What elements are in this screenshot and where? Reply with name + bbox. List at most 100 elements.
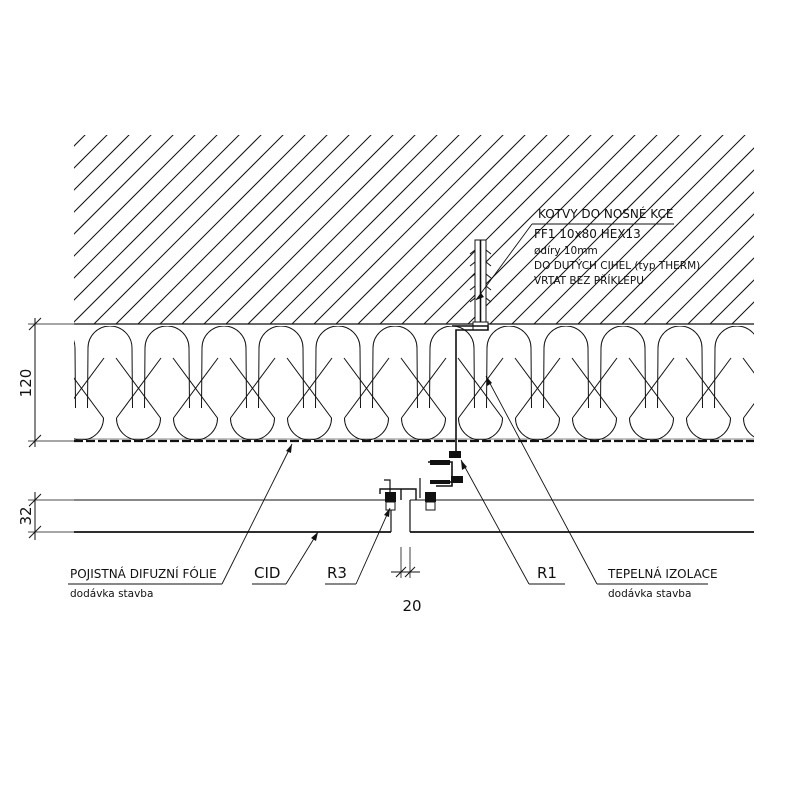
wool-curve — [429, 347, 431, 409]
anchor-note-line2: ødíry 10mm — [534, 245, 598, 257]
wool-curve — [685, 357, 732, 440]
wool-curve — [144, 347, 146, 409]
hatch-line — [0, 124, 74, 324]
hatch-line — [313, 135, 504, 324]
hatch-line — [74, 135, 108, 169]
wool-curve — [629, 357, 675, 419]
hatch-line — [74, 135, 218, 279]
wool-curve — [628, 357, 675, 440]
wool-curve — [714, 326, 754, 349]
hatch-line — [247, 135, 438, 324]
dim-joint: 20 — [391, 547, 422, 615]
bracket-bolts — [430, 451, 463, 484]
dim-panel: 32 — [17, 492, 74, 540]
wool-curve — [230, 357, 276, 419]
wool-curve — [172, 357, 219, 440]
r1-label: R1 — [537, 564, 557, 582]
wool-curve — [714, 347, 716, 409]
wool-curve — [572, 357, 618, 419]
hatch-line — [269, 135, 460, 324]
hatch-line — [643, 213, 754, 324]
wool-curve — [458, 357, 504, 419]
wool-curve — [600, 347, 602, 409]
wool-curve — [686, 357, 732, 419]
hatch-line — [709, 279, 754, 324]
wool-curve — [144, 326, 190, 409]
anchor-note-heading: KOTVY DO NOSNÉ KCE — [538, 206, 673, 221]
wool-curve — [87, 347, 89, 409]
hatch-line — [291, 135, 482, 324]
insulation-wool-pattern — [74, 326, 800, 440]
thermal-insulation — [74, 326, 800, 440]
dim-panel-text: 32 — [17, 506, 35, 525]
facade-panels — [74, 499, 754, 533]
hatch-line — [335, 135, 526, 324]
wool-curve — [772, 348, 773, 408]
anchor-bracket — [379, 239, 492, 511]
hatch-line — [621, 191, 754, 324]
wool-curve — [571, 357, 618, 440]
wool-curve — [742, 357, 754, 438]
hatch-line — [379, 135, 570, 324]
wool-curve — [429, 326, 475, 409]
wool-curve — [201, 326, 247, 409]
anchor-note-line4: VRTAT BEZ PŘÍKLEPU — [534, 274, 644, 287]
hatch-line — [74, 135, 152, 213]
wall-hatching — [0, 124, 754, 324]
hatch-line — [665, 235, 754, 324]
insulation-sublabel: dodávka stavba — [608, 588, 691, 600]
wool-curve — [401, 357, 447, 419]
anchor-note-line1: FF1 10x80 HEX13 — [534, 227, 641, 241]
wool-curve — [400, 357, 447, 440]
wool-curve — [229, 357, 276, 440]
dim-joint-text: 20 — [402, 597, 421, 615]
wool-curve — [543, 347, 545, 409]
wool-curve — [116, 357, 162, 419]
wool-curve — [115, 357, 162, 440]
wool-curve — [315, 326, 361, 409]
anchor-note-line3: DO DUTÝCH CIHEL (typ THERM) — [534, 259, 700, 272]
foil-label: POJISTNÁ DIFUZNÍ FÓLIE — [70, 566, 217, 581]
wool-curve — [344, 357, 390, 419]
foil-sublabel: dodávka stavba — [70, 588, 153, 600]
hatch-line — [225, 135, 416, 324]
hatch-line — [159, 135, 350, 324]
hatch-line — [357, 135, 548, 324]
dim-insulation-text: 120 — [17, 369, 35, 398]
wool-curve — [87, 326, 133, 409]
wool-curve — [258, 326, 304, 409]
masonry-wall — [0, 124, 754, 325]
wool-curve — [657, 347, 659, 409]
dim-insulation: 120 — [17, 317, 74, 448]
hatch-line — [74, 135, 240, 301]
wool-curve — [74, 339, 76, 409]
hatch-line — [423, 135, 614, 324]
hatch-line — [577, 147, 754, 324]
hatch-line — [74, 135, 196, 257]
wool-curve — [486, 326, 532, 409]
wool-curve — [258, 347, 260, 409]
wool-curve — [600, 326, 646, 409]
wool-curve — [343, 357, 390, 440]
bottom-leaders — [68, 375, 708, 585]
wool-curve — [74, 357, 105, 400]
hatch-line — [74, 135, 262, 323]
hatch-line — [74, 135, 86, 147]
wool-curve — [201, 347, 203, 409]
wool-curve — [173, 357, 219, 419]
wool-curve — [286, 357, 333, 440]
wool-curve — [772, 326, 800, 408]
bracket-profile — [452, 325, 489, 455]
hatch-line — [137, 135, 328, 324]
anchor-callout: KOTVY DO NOSNÉ KCE FF1 10x80 HEX13 ødíry… — [475, 206, 700, 301]
wool-curve — [514, 357, 561, 440]
wool-curve — [657, 326, 703, 409]
wool-curve — [515, 357, 561, 419]
hatch-line — [753, 323, 754, 324]
insulation-label: TEPELNÁ IZOLACE — [607, 566, 718, 581]
r3-label: R3 — [327, 564, 347, 582]
wool-curve — [372, 347, 374, 409]
wool-curve — [372, 326, 418, 409]
